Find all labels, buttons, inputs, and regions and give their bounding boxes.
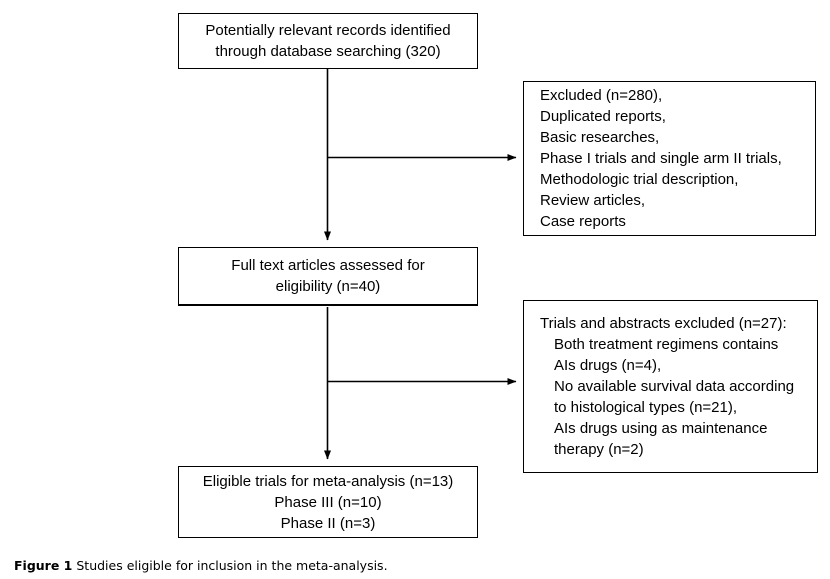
box-eligible-trials: Eligible trials for meta-analysis (n=13)… [178, 466, 478, 538]
excluded-line-5: Methodologic trial description, [540, 171, 739, 188]
box-full-text-assessed: Full text articles assessed for eligibil… [178, 247, 478, 306]
excluded-line-6: Review articles, [540, 192, 646, 209]
figure-caption: Figure 1 Studies eligible for inclusion … [14, 558, 388, 574]
records-identified-line-2: through database searching (320) [215, 43, 441, 60]
excluded-line-2: Duplicated reports, [540, 108, 666, 125]
figure-caption-text: Studies eligible for inclusion in the me… [76, 558, 388, 573]
trials-excluded-line-3: AIs drugs (n=4), [554, 357, 662, 374]
trials-excluded-line-1: Trials and abstracts excluded (n=27): [540, 315, 787, 332]
box-records-identified: Potentially relevant records identified … [178, 13, 478, 69]
box-trials-abstracts-excluded: Trials and abstracts excluded (n=27): Bo… [523, 300, 818, 473]
trials-excluded-line-5: to histological types (n=21), [554, 399, 738, 416]
trials-excluded-line-2: Both treatment regimens contains [554, 336, 779, 353]
excluded-line-1: Excluded (n=280), [540, 87, 663, 104]
box-records-excluded: Excluded (n=280), Duplicated reports, Ba… [523, 81, 816, 236]
trials-excluded-line-7: therapy (n=2) [554, 441, 644, 458]
figure-caption-label: Figure 1 [14, 558, 73, 573]
excluded-line-4: Phase I trials and single arm II trials, [540, 150, 782, 167]
trials-excluded-line-6: AIs drugs using as maintenance [554, 420, 768, 437]
eligible-line-3: Phase II (n=3) [280, 514, 376, 532]
full-text-line-1: Full text articles assessed for [231, 257, 425, 274]
eligible-line-1: Eligible trials for meta-analysis (n=13) [202, 472, 454, 490]
excluded-line-7: Case reports [540, 213, 626, 230]
excluded-line-3: Basic researches, [540, 129, 660, 146]
eligible-line-2: Phase III (n=10) [274, 493, 382, 511]
full-text-line-2: eligibility (n=40) [275, 278, 381, 295]
records-identified-line-1: Potentially relevant records identified [205, 22, 451, 39]
trials-excluded-line-4: No available survival data according [554, 378, 795, 395]
